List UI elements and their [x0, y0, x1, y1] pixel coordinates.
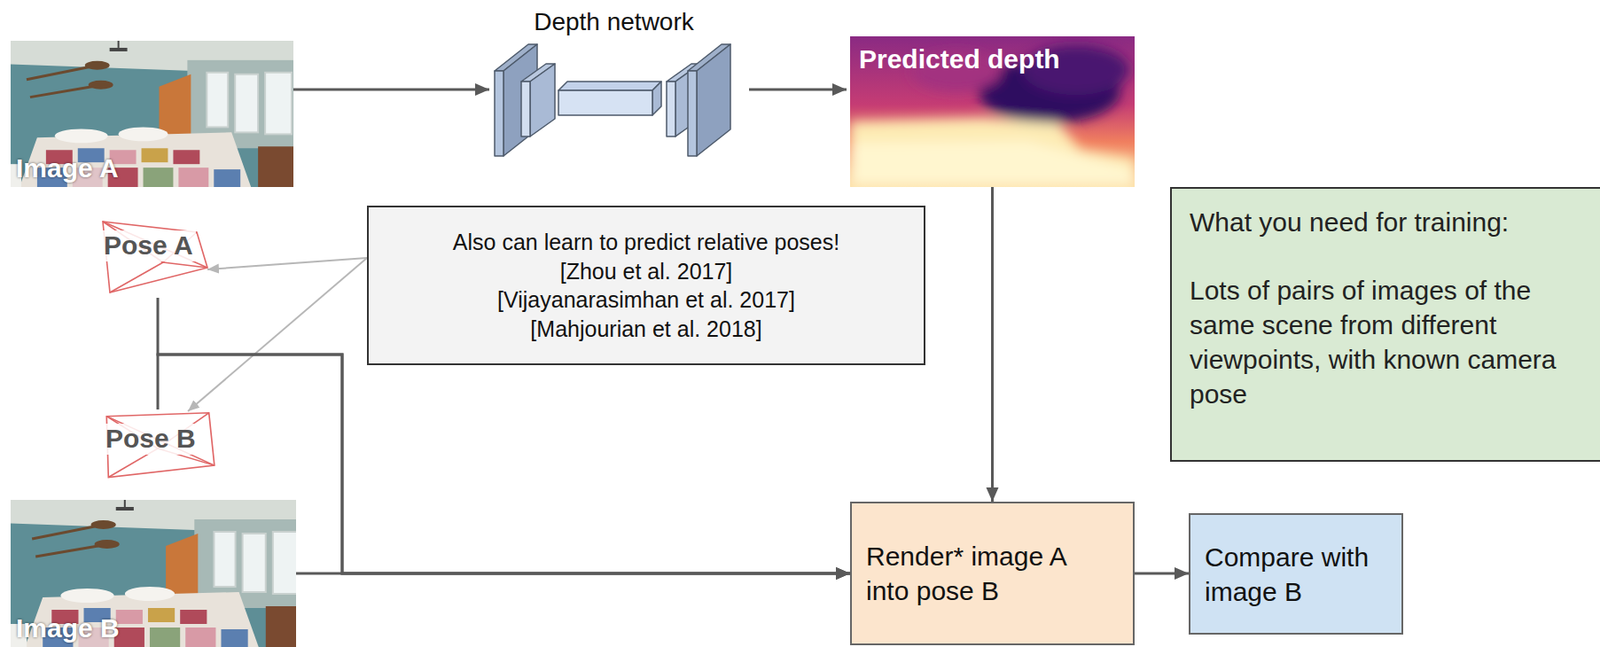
illustration-part [116, 507, 134, 511]
node-text: Pose A [101, 230, 196, 262]
illustration-part [265, 72, 292, 135]
illustration-part [35, 546, 98, 557]
illustration-part [234, 74, 258, 133]
leader-arrow [187, 257, 367, 412]
illustration-part [213, 531, 235, 587]
node-text: What you need for training: [1189, 204, 1587, 240]
flow-arrow [296, 572, 851, 576]
node-text: Lots of pairs of images of the same scen… [1189, 273, 1587, 412]
illustration-part [26, 67, 89, 80]
illustration-part [696, 44, 731, 157]
illustration-part [273, 531, 297, 594]
illustration-part [31, 526, 94, 539]
node-text: Depth network [492, 7, 735, 38]
illustration-part [666, 81, 676, 137]
illustration-part [118, 126, 169, 141]
node-text: Compare with image B [1204, 539, 1388, 609]
illustration-part [850, 140, 1135, 188]
illustration-part [91, 520, 117, 530]
flow-arrow [293, 88, 490, 92]
illustration-part [185, 627, 216, 647]
illustration-part [141, 148, 169, 163]
illustration-part [178, 167, 209, 188]
flow-arrow [991, 187, 994, 502]
illustration-part [60, 588, 114, 603]
illustration-part [242, 533, 266, 593]
illustration-part [30, 86, 93, 98]
process-box: Compare with image B [1188, 513, 1404, 635]
illustration-part [850, 117, 1135, 188]
illustration-part [494, 44, 731, 157]
photo-image: Image A [10, 40, 294, 188]
illustration-part [558, 81, 662, 91]
illustration-part [10, 499, 297, 647]
illustration-part [85, 61, 110, 71]
illustration-part [530, 63, 555, 137]
depth-image: Predicted depth [850, 36, 1135, 188]
node-text: [Vijayanarasimhan et al. 2017] [497, 285, 796, 315]
illustration-part [558, 90, 653, 116]
illustration-part [158, 74, 191, 141]
illustration-part [116, 609, 143, 625]
illustration-part [206, 72, 228, 128]
illustration-part [257, 146, 294, 188]
network-icon [492, 40, 735, 158]
flow-arrow [1134, 572, 1189, 576]
node-text: Predicted depth [858, 43, 1126, 76]
illustration-part [652, 81, 662, 116]
illustration-part [88, 80, 114, 90]
node-text: Pose B [102, 423, 199, 455]
illustration-part [165, 533, 198, 600]
illustration-part [10, 499, 297, 647]
illustration-part [143, 167, 174, 188]
network-block: Depth network [492, 7, 735, 160]
node-text: Image B [15, 613, 297, 645]
callout-box: Also can learn to predict relative poses… [366, 205, 926, 366]
illustration-part [521, 81, 531, 137]
illustration-part [265, 606, 297, 647]
leader-arrow [207, 257, 367, 270]
illustration-part [124, 586, 175, 601]
flow-arrow [749, 88, 847, 92]
illustration-part [220, 629, 248, 647]
illustration-part [494, 70, 504, 157]
illustration-part [10, 40, 294, 188]
camera-pose: Pose A [97, 216, 213, 298]
illustration-part [117, 40, 120, 48]
node-text: Also can learn to predict relative poses… [452, 227, 840, 258]
node-text: [Zhou et al. 2017] [560, 257, 734, 287]
note-box: What you need for training: Lots of pairs… [1170, 187, 1600, 462]
photo-image: Image B [10, 499, 297, 647]
node-text: [Mahjourian et al. 2018] [530, 314, 762, 344]
illustration-part [109, 47, 128, 52]
illustration-part [109, 262, 164, 293]
node-text: Render* image A into pose B [866, 538, 1093, 609]
illustration-part [94, 539, 120, 549]
illustration-part [54, 128, 109, 143]
camera-pose: Pose B [99, 409, 219, 488]
illustration-part [179, 609, 207, 625]
node-text: Image A [15, 153, 294, 185]
illustration-part [850, 36, 1135, 188]
illustration-part [148, 608, 175, 623]
illustration-part [124, 499, 126, 508]
process-box: Render* image A into pose B [850, 501, 1135, 646]
illustration-part [10, 40, 294, 188]
illustration-part [149, 627, 180, 647]
illustration-part [172, 149, 200, 164]
illustration-part [687, 70, 697, 157]
illustration-part [213, 169, 241, 188]
